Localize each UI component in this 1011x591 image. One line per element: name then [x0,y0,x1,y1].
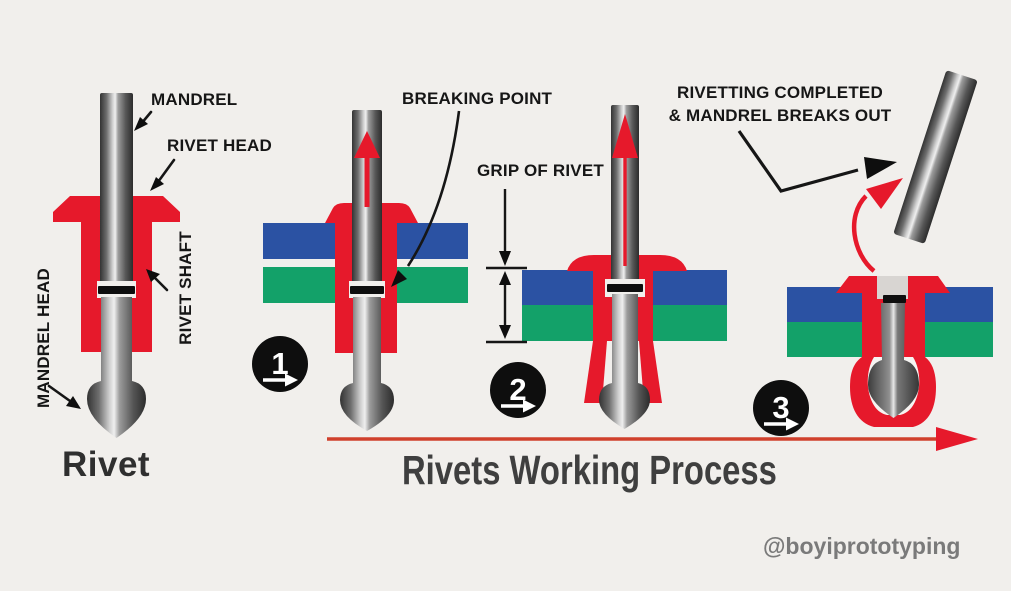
broken-mandrel-rod [894,70,977,244]
rivet-shaft-arrowhead-icon [146,269,160,282]
rivet-anatomy-figure [47,93,180,438]
step3-mandrel-stub [877,276,908,299]
breaking-point-arrowhead-icon [391,270,407,287]
step2-mandrel-head-bulb [599,294,650,429]
step1-mandrel-head-bulb [340,297,394,431]
step2-pull-arrowhead-icon [612,114,638,158]
step3-mandrel-head-retained [868,303,919,418]
step1-breaking-band [350,286,384,294]
break-out-curved-arrow [851,194,876,273]
step1-number: 1 [271,346,288,381]
step1-pull-arrowhead-icon [354,131,380,158]
step3-number: 3 [772,390,789,425]
label-breaking-point: BREAKING POINT [402,89,553,108]
mandrel-head-pointer-line [47,384,72,403]
step1-badge-arrowhead-icon [285,373,298,387]
breaking-point-pointer-line [406,110,461,267]
label-grip-of-rivet: GRIP OF RIVET [477,161,604,180]
step3-break-band [883,295,906,303]
rivet-head-arrowhead-icon [150,177,164,191]
label-mandrel: MANDREL [151,90,238,109]
label-mandrel-head: MANDREL HEAD [34,268,53,408]
completed-pointer-line [737,130,859,193]
grip-span-up-arrowhead-icon [499,271,511,285]
step2-badge-arrowhead-icon [523,399,536,413]
label-rivetting-completed-line1: RIVETTING COMPLETED [677,83,883,102]
step2-number: 2 [509,372,526,407]
watermark: @boyiprototyping [763,533,961,559]
mandrel-arrowhead-icon [134,117,148,131]
grip-down-arrowhead-icon [499,251,511,266]
grip-measurement [486,189,527,344]
step2-flared-leg-left [584,341,607,403]
breaking-point-band [98,286,135,294]
mandrel-rod [100,93,133,284]
label-rivet-shaft: RIVET SHAFT [176,231,195,345]
rivet-caption: Rivet [62,445,151,484]
rivet-head-pointer-line [156,158,176,184]
label-rivetting-completed-line2: & MANDREL BREAKS OUT [668,106,892,125]
rivet1-pointer-lines [47,110,176,403]
grip-span-down-arrowhead-icon [499,325,511,339]
step1-figure: 1 [252,110,468,431]
diagram-title: Rivets Working Process [402,447,777,493]
process-arrowhead-icon [936,427,978,451]
mandrel-head-bulb [87,297,146,438]
label-rivetting-completed: RIVETTING COMPLETED & MANDREL BREAKS OUT [660,81,900,127]
label-rivet-head: RIVET HEAD [167,136,272,155]
completed-arrowhead-icon [864,157,897,179]
step3-figure: 3 [737,70,993,436]
rivet-shaft-pointer-line [153,276,169,292]
step2-figure: 2 [486,105,727,429]
step3-badge-arrowhead-icon [786,417,799,431]
break-out-arrowhead-icon [866,178,903,209]
step2-breaking-band [607,284,643,292]
mandrel-head-arrowhead-icon [66,396,81,409]
